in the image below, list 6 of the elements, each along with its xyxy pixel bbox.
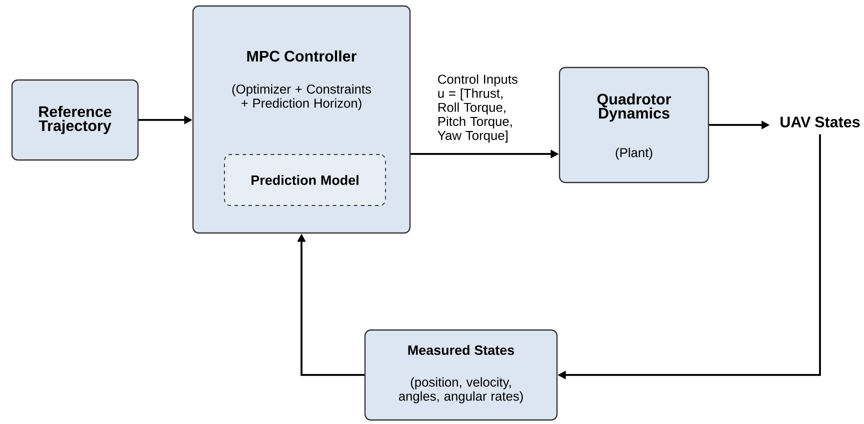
process-box: Measured States (position, velocity, angles, angular rates)	[364, 329, 558, 421]
edge-label: Control Inputs u = [Thrust, Roll Torque, Pitch Torque, Yaw Torque]	[436, 73, 524, 144]
model-box: Prediction Model	[224, 154, 386, 206]
output-label: UAV States	[780, 116, 860, 128]
process-box: Quadrotor Dynamics (Plant)	[558, 66, 710, 184]
process-box: Reference Trajectory	[11, 79, 139, 161]
